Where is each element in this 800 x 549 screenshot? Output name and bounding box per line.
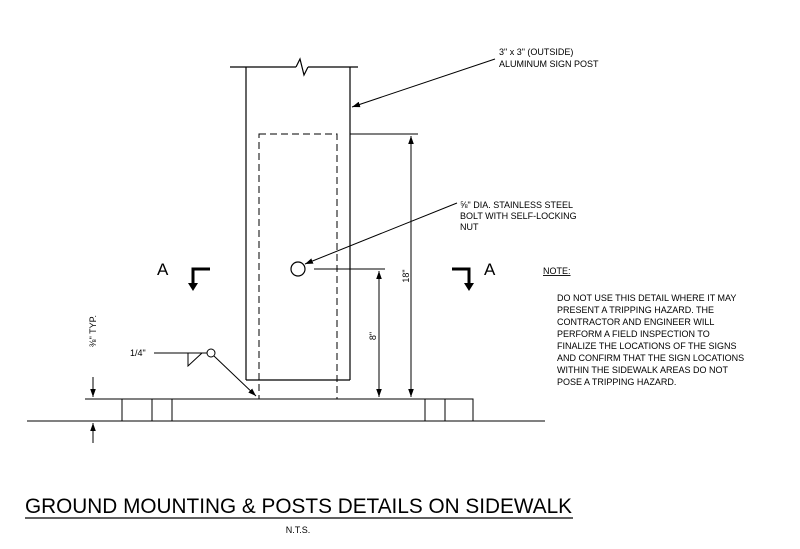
dimension-18-label: 18" — [401, 269, 411, 282]
note-line: PRESENT A TRIPPING HAZARD. THE — [557, 305, 714, 315]
post-callout-line2: ALUMINUM SIGN POST — [499, 59, 599, 69]
section-marker-right — [452, 267, 474, 291]
embedded-post-hidden-outline — [258, 133, 338, 400]
bolt-callout-line3: NUT — [460, 222, 479, 232]
drawing-title: GROUND MOUNTING & POSTS DETAILS ON SIDEW… — [25, 495, 572, 518]
dimension-8-label: 8" — [368, 332, 378, 340]
dimension-slab-label: ⅜" TYP. — [88, 315, 98, 347]
post-callout-line1: 3" x 3" (OUTSIDE) — [499, 47, 573, 57]
bolt-callout-line2: BOLT WITH SELF-LOCKING — [460, 211, 577, 221]
aluminum-sign-post — [230, 57, 358, 381]
section-label-left: A — [157, 260, 169, 279]
note-line: POSE A TRIPPING HAZARD. — [557, 377, 676, 387]
section-label-right: A — [484, 260, 496, 279]
weld-symbol — [154, 348, 257, 397]
post-callout-leader — [351, 58, 496, 108]
note-body: DO NOT USE THIS DETAIL WHERE IT MAY PRES… — [557, 293, 744, 387]
note-line: CONTRACTOR AND ENGINEER WILL — [557, 317, 714, 327]
bolt-callout-leader — [304, 202, 458, 265]
note-line: PERFORM A FIELD INSPECTION TO — [557, 329, 710, 339]
dimension-18-inch — [350, 133, 418, 400]
scale-label: N.T.S. — [286, 525, 311, 535]
bolt-callout-line1: ⅝" DIA. STAINLESS STEEL — [460, 200, 573, 210]
note-line: FINALIZE THE LOCATIONS OF THE SIGNS — [557, 341, 737, 351]
section-marker-left — [188, 267, 210, 291]
note-line: DO NOT USE THIS DETAIL WHERE IT MAY — [557, 293, 736, 303]
bolt-circle — [290, 261, 306, 277]
dimension-8-inch — [314, 268, 385, 397]
note-line: AND CONFIRM THAT THE SIGN LOCATIONS — [557, 353, 744, 363]
dimension-slab-thickness — [85, 377, 122, 443]
weld-size-label: 1/4" — [130, 348, 146, 358]
sidewalk-slab — [27, 398, 545, 422]
note-heading: NOTE: — [543, 266, 571, 276]
note-line: WITHIN THE SIDEWALK AREAS DO NOT — [557, 365, 729, 375]
